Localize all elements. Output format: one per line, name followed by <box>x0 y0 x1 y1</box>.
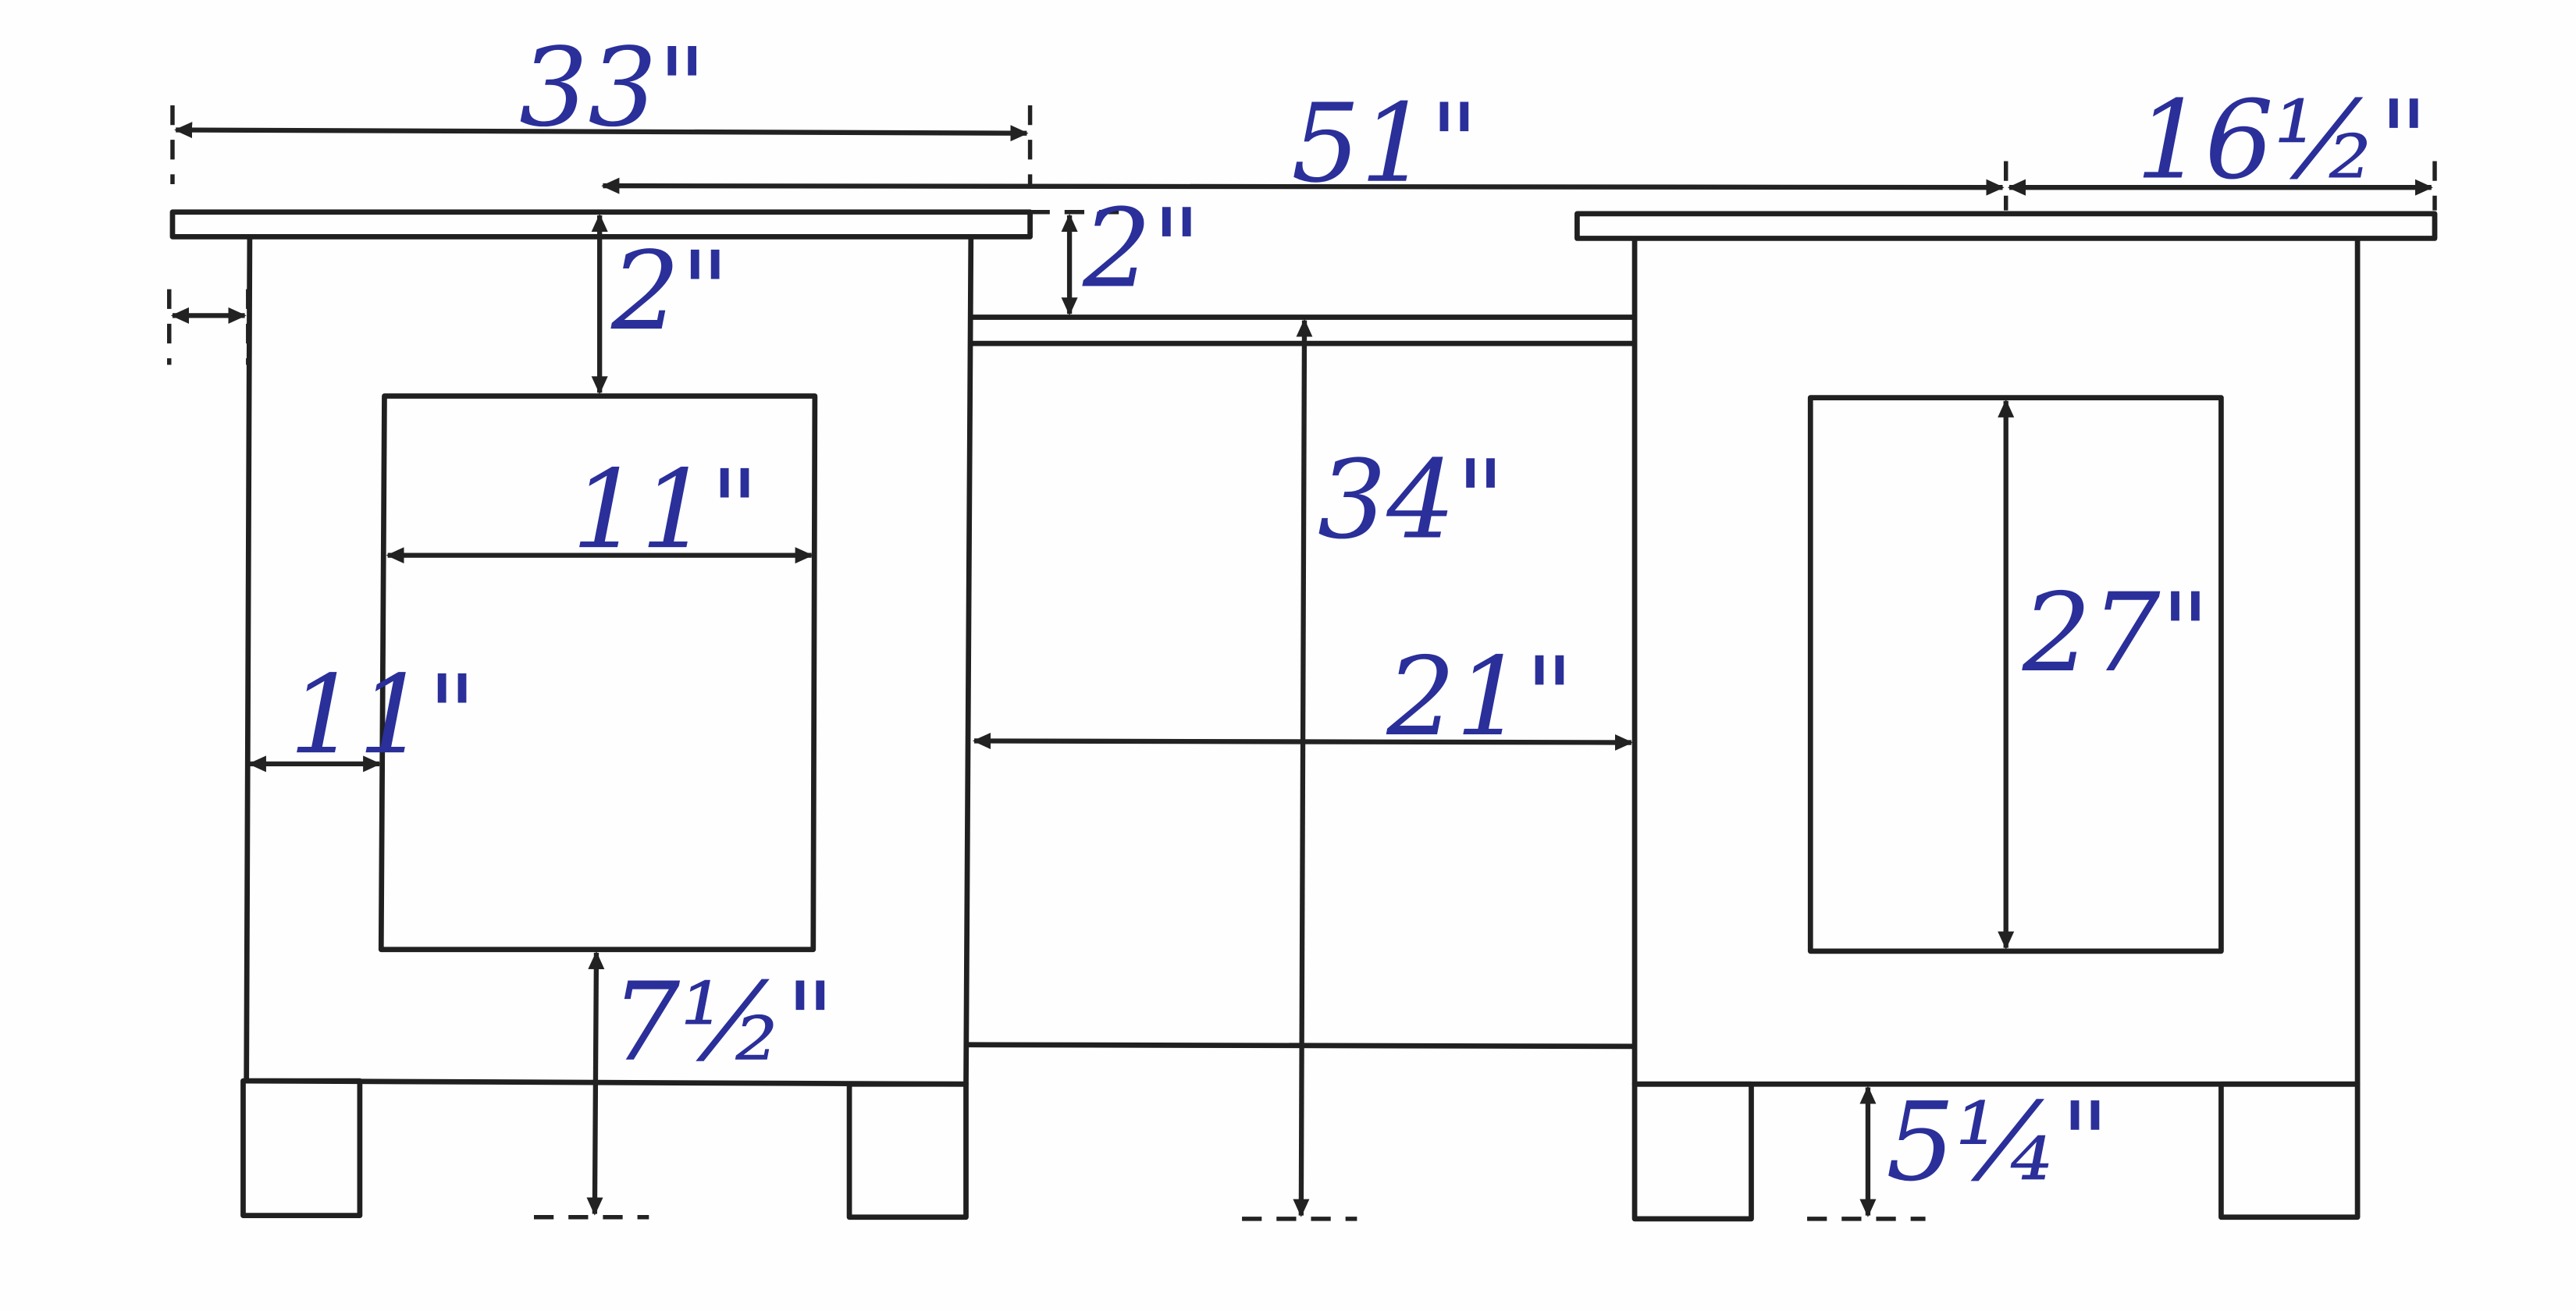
label-16-half: 16½" <box>2136 77 2428 204</box>
left-foot-outer <box>240 1078 363 1219</box>
label-knee-width: 21" <box>1386 634 1574 760</box>
label-51: 51" <box>1291 80 1479 207</box>
dim-line-33 <box>174 122 1029 142</box>
right-cabinet-body <box>1631 238 2361 1087</box>
left-cabinet-body <box>244 236 974 1087</box>
dim-line-51 <box>601 177 2005 196</box>
dim-line-knee-height <box>1293 318 1313 1217</box>
right-foot-inner <box>1631 1081 1754 1222</box>
label-top-to-apron: 2" <box>1082 185 1201 311</box>
dim-line-knee-width <box>972 732 1633 751</box>
label-panel-to-floor: 7½" <box>611 959 835 1085</box>
label-knee-height: 34" <box>1318 436 1506 563</box>
right-desktop-slab <box>1574 211 2438 241</box>
right-foot-outer <box>2218 1081 2361 1220</box>
right-recessed-panel <box>1807 395 2224 954</box>
label-foot-height: 5¼" <box>1886 1078 2110 1205</box>
label-panel-width: 11" <box>571 446 760 573</box>
dim-line-panel-to-floor <box>586 950 605 1216</box>
left-foot-inner <box>846 1081 969 1220</box>
extension-lines <box>167 105 2437 1221</box>
left-recessed-panel <box>378 393 818 953</box>
right-pedestal <box>1574 211 2438 1222</box>
dimension-labels: 33" 51" 16½" 2" 2" 11" 11" 34" 21" 27" 7… <box>289 24 2428 1205</box>
dimension-lines <box>170 122 2433 1217</box>
label-panel-height: 27" <box>2022 570 2211 696</box>
label-top-to-panel: 2" <box>610 228 730 354</box>
label-33: 33" <box>519 24 707 151</box>
label-stile-width: 11" <box>289 652 477 778</box>
